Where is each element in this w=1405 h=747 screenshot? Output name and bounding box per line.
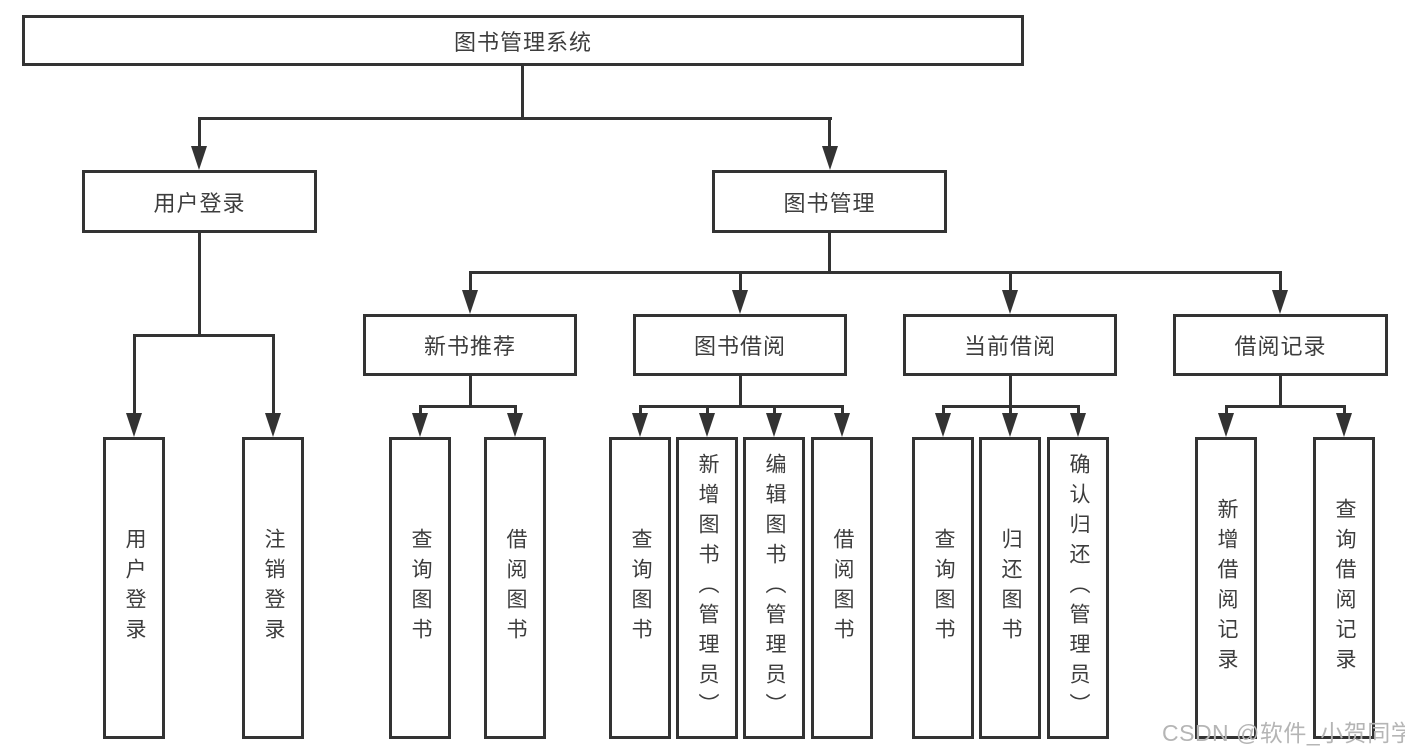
arrow-down-icon xyxy=(126,413,142,437)
leaf-borrow-edit-admin: 编辑图书（管理员） xyxy=(743,437,805,739)
connector-line-v xyxy=(828,119,831,150)
connector-line-v xyxy=(706,408,709,416)
arrow-down-icon xyxy=(1002,290,1018,314)
leaf-newbooks-borrow: 借阅图书 xyxy=(484,437,546,739)
csdn-watermark: CSDN @软件_小贺同学 xyxy=(1162,720,1405,746)
arrow-down-icon xyxy=(732,290,748,314)
leaf-borrow-search-label: 查询图书 xyxy=(629,528,652,648)
connector-line-v xyxy=(739,273,742,291)
leaf-logout: 注销登录 xyxy=(242,437,304,739)
arrow-down-icon xyxy=(1070,413,1086,437)
node-borrow-records-label: 借阅记录 xyxy=(1234,334,1327,359)
connector-line-v xyxy=(1343,408,1346,416)
node-book-management: 图书管理 xyxy=(712,170,947,233)
arrow-down-icon xyxy=(699,413,715,437)
arrow-down-icon xyxy=(191,146,207,170)
node-book-management-label: 图书管理 xyxy=(783,190,876,216)
connector-line-v xyxy=(1225,408,1228,416)
leaf-newbooks-search-label: 查询图书 xyxy=(409,528,432,648)
leaf-newbooks-search: 查询图书 xyxy=(389,437,451,739)
connector-line-v xyxy=(469,273,472,291)
arrow-down-icon xyxy=(935,413,951,437)
connector-line-v xyxy=(739,376,742,407)
connector-line-h xyxy=(133,334,275,337)
connector-line-v xyxy=(272,337,275,415)
arrow-down-icon xyxy=(1218,413,1234,437)
leaf-current-return: 归还图书 xyxy=(979,437,1041,739)
arrow-down-icon xyxy=(412,413,428,437)
leaf-current-search-label: 查询图书 xyxy=(932,528,955,648)
node-user-login-label: 用户登录 xyxy=(153,190,246,216)
leaf-user-login: 用户登录 xyxy=(103,437,165,739)
connector-line-h xyxy=(639,405,844,408)
leaf-borrow-borrow: 借阅图书 xyxy=(811,437,873,739)
connector-line-v xyxy=(198,232,201,336)
connector-line-h xyxy=(942,405,1080,408)
connector-line-h xyxy=(419,405,517,408)
node-library-system-label: 图书管理系统 xyxy=(453,29,592,55)
node-book-borrow: 图书借阅 xyxy=(633,314,847,376)
connector-line-h xyxy=(469,271,1282,274)
leaf-borrow-add-admin-label: 新增图书（管理员） xyxy=(696,453,719,723)
connector-line-h xyxy=(198,117,832,120)
arrow-down-icon xyxy=(1336,413,1352,437)
arrow-down-icon xyxy=(766,413,782,437)
arrow-down-icon xyxy=(822,146,838,170)
arrow-down-icon xyxy=(507,413,523,437)
arrow-down-icon xyxy=(834,413,850,437)
leaf-records-search: 查询借阅记录 xyxy=(1313,437,1375,739)
connector-line-v xyxy=(469,376,472,407)
connector-line-v xyxy=(198,119,201,150)
leaf-current-return-label: 归还图书 xyxy=(999,528,1022,648)
connector-line-v xyxy=(828,232,831,273)
connector-line-v xyxy=(841,408,844,416)
leaf-records-search-label: 查询借阅记录 xyxy=(1333,498,1356,678)
connector-line-h xyxy=(1225,405,1346,408)
leaf-records-add: 新增借阅记录 xyxy=(1195,437,1257,739)
leaf-current-search: 查询图书 xyxy=(912,437,974,739)
node-library-system: 图书管理系统 xyxy=(22,15,1024,66)
leaf-current-confirm-return-admin: 确认归还（管理员） xyxy=(1047,437,1109,739)
connector-line-v xyxy=(514,408,517,416)
leaf-logout-label: 注销登录 xyxy=(262,528,285,648)
arrow-down-icon xyxy=(462,290,478,314)
node-borrow-records: 借阅记录 xyxy=(1173,314,1388,376)
node-book-borrow-label: 图书借阅 xyxy=(693,334,786,359)
connector-line-v xyxy=(1279,273,1282,291)
leaf-borrow-add-admin: 新增图书（管理员） xyxy=(676,437,738,739)
leaf-newbooks-borrow-label: 借阅图书 xyxy=(504,528,527,648)
arrow-down-icon xyxy=(1002,413,1018,437)
node-current-borrow: 当前借阅 xyxy=(903,314,1117,376)
leaf-borrow-edit-admin-label: 编辑图书（管理员） xyxy=(763,453,786,723)
connector-line-v xyxy=(419,408,422,416)
connector-line-v xyxy=(1077,408,1080,416)
connector-line-v xyxy=(639,408,642,416)
node-new-book-recommend: 新书推荐 xyxy=(363,314,577,376)
node-new-book-recommend-label: 新书推荐 xyxy=(423,334,516,359)
connector-line-v xyxy=(1009,273,1012,291)
arrow-down-icon xyxy=(632,413,648,437)
leaf-user-login-label: 用户登录 xyxy=(123,528,146,648)
arrow-down-icon xyxy=(265,413,281,437)
connector-line-v xyxy=(1009,408,1012,416)
connector-line-v xyxy=(521,66,524,119)
connector-line-v xyxy=(942,408,945,416)
node-user-login: 用户登录 xyxy=(82,170,317,233)
leaf-borrow-borrow-label: 借阅图书 xyxy=(831,528,854,648)
connector-line-v xyxy=(133,337,136,415)
connector-line-v xyxy=(1009,376,1012,407)
arrow-down-icon xyxy=(1272,290,1288,314)
connector-line-v xyxy=(1279,376,1282,407)
connector-line-v xyxy=(773,408,776,416)
node-current-borrow-label: 当前借阅 xyxy=(963,334,1056,359)
leaf-current-confirm-return-admin-label: 确认归还（管理员） xyxy=(1067,453,1090,723)
leaf-borrow-search: 查询图书 xyxy=(609,437,671,739)
leaf-records-add-label: 新增借阅记录 xyxy=(1215,498,1238,678)
